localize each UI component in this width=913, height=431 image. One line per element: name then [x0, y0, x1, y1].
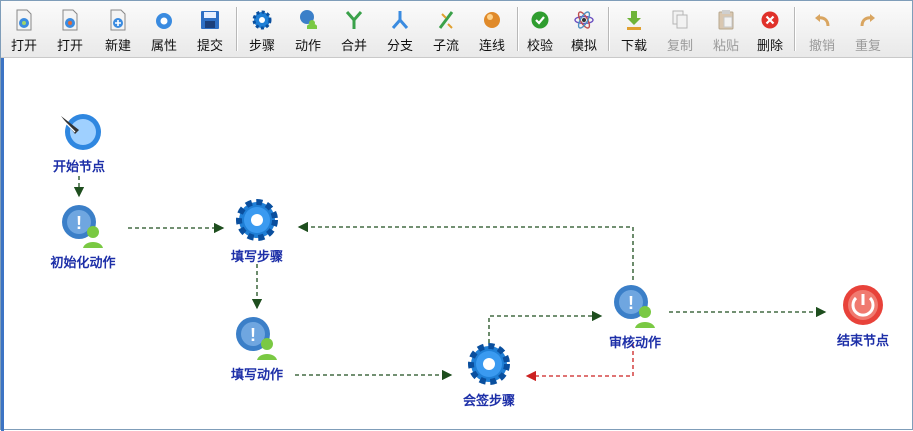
svg-text:!: !: [76, 213, 82, 233]
copy-button[interactable]: 复制: [659, 5, 701, 54]
merge-button[interactable]: 合并: [333, 5, 375, 54]
undo-label: 撤销: [808, 39, 835, 54]
toolbar-separator: [236, 7, 238, 51]
step-button[interactable]: 步骤: [241, 5, 283, 54]
properties-button[interactable]: 属性: [143, 5, 185, 54]
svg-text:!: !: [250, 325, 256, 345]
check-icon: [531, 11, 549, 29]
action-user-icon: !: [62, 205, 103, 248]
node-review-action-label: 审核动作: [608, 336, 661, 351]
node-init-action[interactable]: ! 初始化动作: [41, 202, 125, 271]
delete-button[interactable]: 删除: [749, 5, 791, 54]
open-button[interactable]: 打开: [3, 5, 45, 54]
node-start[interactable]: 开始节点: [41, 110, 117, 175]
link-review-reject-to-countersign[interactable]: [525, 344, 634, 382]
branch-label: 分支: [386, 39, 413, 54]
download-button[interactable]: 下载: [613, 5, 655, 54]
link-review-to-fill-step[interactable]: [297, 221, 634, 280]
redo-button[interactable]: 重复: [847, 5, 889, 54]
subflow-button[interactable]: 子流: [425, 5, 467, 54]
start-pen-icon: [61, 114, 101, 150]
download-label: 下载: [620, 39, 647, 54]
simulate-button[interactable]: 模拟: [563, 5, 605, 54]
copy-label: 复制: [666, 39, 693, 54]
simulate-label: 模拟: [570, 39, 597, 54]
open-icon: [62, 9, 78, 31]
node-fill-step[interactable]: 填写步骤: [219, 196, 295, 265]
end-power-icon: [843, 285, 883, 325]
svg-text:!: !: [628, 293, 634, 313]
node-countersign-step-label: 会签步骤: [462, 394, 515, 409]
simulate-atom-icon: [574, 11, 594, 29]
branch-button[interactable]: 分支: [379, 5, 421, 54]
properties-icon: [156, 13, 172, 29]
action-label: 动作: [294, 39, 321, 54]
paste-button[interactable]: 粘贴: [705, 5, 747, 54]
delete-icon: [761, 11, 779, 29]
toolbar-separator-4: [794, 7, 796, 51]
validate-button[interactable]: 校验: [519, 5, 561, 54]
subflow-label: 子流: [432, 39, 459, 54]
properties-label: 属性: [150, 39, 177, 54]
gear-icon: [252, 10, 272, 30]
validate-label: 校验: [526, 39, 553, 54]
action-user-icon: !: [236, 317, 277, 360]
toolbar-separator-2: [517, 7, 519, 51]
canvas-left-border: [1, 58, 4, 431]
open-icon: [16, 9, 32, 31]
workflow-links: [73, 176, 827, 382]
node-start-label: 开始节点: [52, 160, 105, 175]
node-fill-step-label: 填写步骤: [230, 250, 283, 265]
download-icon: [627, 11, 641, 30]
node-fill-action[interactable]: ! 填写动作: [219, 314, 295, 383]
redo-label: 重复: [854, 39, 881, 54]
undo-icon: [815, 14, 830, 27]
toolbar: 打开 打开 新建 属性: [1, 1, 912, 58]
action-button[interactable]: 动作: [287, 5, 329, 54]
submit-button[interactable]: 提交: [189, 5, 231, 54]
open-label-2: 打开: [56, 39, 83, 54]
node-init-action-label: 初始化动作: [50, 256, 116, 271]
connect-button[interactable]: 连线: [471, 5, 513, 54]
connect-icon: [484, 12, 500, 28]
new-button[interactable]: 新建: [97, 5, 139, 54]
paste-icon: [718, 10, 734, 30]
node-end[interactable]: 结束节点: [825, 282, 901, 349]
link-countersign-to-review[interactable]: [488, 310, 603, 350]
node-countersign-step[interactable]: 会签步骤: [451, 340, 527, 409]
node-fill-action-label: 填写动作: [230, 368, 283, 383]
gear-icon: [468, 343, 510, 385]
branch-icon: [391, 11, 409, 29]
action-user-icon: !: [614, 285, 655, 328]
subflow-icon: [438, 11, 454, 29]
delete-label: 删除: [756, 39, 783, 54]
open-button-2[interactable]: 打开: [49, 5, 91, 54]
save-disk-icon: [201, 11, 219, 29]
node-end-label: 结束节点: [836, 334, 889, 349]
connect-label: 连线: [478, 39, 505, 54]
merge-label: 合并: [340, 39, 367, 54]
undo-button[interactable]: 撤销: [801, 5, 843, 54]
open-label: 打开: [10, 39, 37, 54]
action-user-icon: [300, 10, 317, 29]
workflow-canvas[interactable]: 开始节点 ! 初始化动作 填写步骤 !: [5, 58, 910, 429]
redo-icon: [860, 14, 875, 27]
submit-label: 提交: [196, 39, 223, 54]
merge-icon: [345, 11, 363, 29]
copy-icon: [672, 10, 688, 29]
toolbar-separator-3: [608, 7, 610, 51]
node-review-action[interactable]: ! 审核动作: [597, 282, 673, 351]
new-icon: [110, 9, 126, 31]
paste-label: 粘贴: [712, 39, 739, 54]
step-label: 步骤: [248, 39, 275, 54]
new-label: 新建: [104, 39, 131, 54]
gear-icon: [236, 199, 278, 241]
